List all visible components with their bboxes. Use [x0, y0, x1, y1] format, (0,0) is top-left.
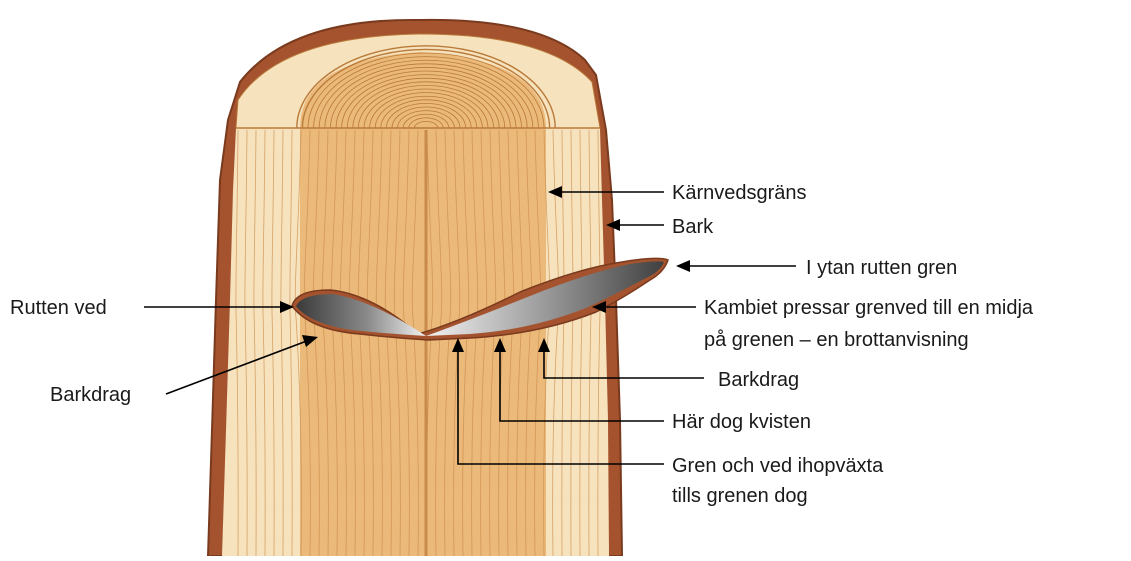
label-cambium-line2: på grenen – en brottanvisning [704, 329, 969, 351]
label-rotten-branch: I ytan rutten gren [806, 257, 957, 279]
label-bark-inclusion-right: Barkdrag [718, 369, 799, 391]
label-twig-died: Här dog kvisten [672, 411, 811, 433]
label-bark-inclusion-left: Barkdrag [50, 384, 131, 406]
arrow-rotten-branch [676, 260, 690, 272]
label-bark: Bark [672, 216, 714, 238]
label-rotten-wood: Rutten ved [10, 297, 107, 319]
label-grown-together-line2: tills grenen dog [672, 485, 808, 507]
label-grown-together-line1: Gren och ved ihopväxta [672, 455, 884, 477]
heartwood-band [300, 128, 546, 556]
label-cambium-line1: Kambiet pressar grenved till en midja [704, 297, 1034, 319]
label-heartwood-boundary: Kärnvedsgräns [672, 182, 807, 204]
